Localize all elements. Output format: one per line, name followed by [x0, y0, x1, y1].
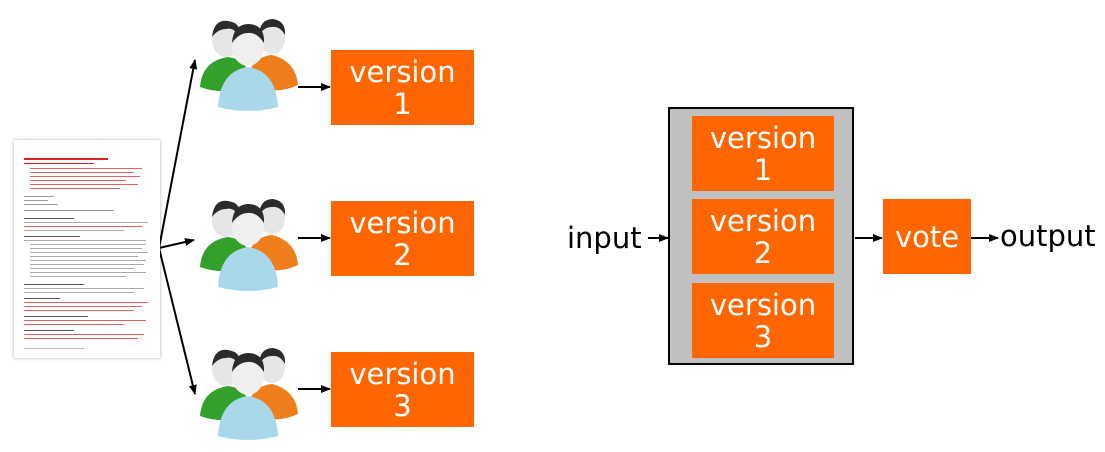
- arrow-doc-to-team-2: [158, 238, 195, 249]
- voter-version-box-3: version 3: [692, 283, 834, 358]
- voter-version-box-2: version 2: [692, 199, 834, 274]
- version-box-2: version 2: [331, 201, 474, 276]
- version-box-3-number: 3: [393, 388, 412, 423]
- voter-version-1-word: version: [709, 120, 817, 155]
- voter-version-2-number: 2: [753, 235, 773, 270]
- voter-version-3-number: 3: [753, 319, 773, 354]
- person-center-icon: [218, 24, 278, 111]
- arrow-doc-to-team-3: [158, 247, 197, 395]
- document-icon: [14, 140, 160, 358]
- output-label: output: [1000, 219, 1096, 253]
- vote-box: vote: [883, 199, 971, 274]
- version-box-2-word: version: [349, 205, 456, 240]
- version-box-1-number: 1: [393, 86, 412, 121]
- version-box-3: version 3: [331, 352, 474, 427]
- person-center-icon: [218, 204, 278, 291]
- person-center-icon: [218, 353, 278, 440]
- voter-version-box-1: version 1: [692, 116, 834, 191]
- version-box-3-word: version: [349, 356, 456, 391]
- person-left-icon: [200, 20, 252, 92]
- team-icon: [200, 348, 298, 440]
- version-box-1: version 1: [331, 50, 474, 125]
- input-label: input: [567, 221, 642, 255]
- vote-label: vote: [894, 219, 960, 254]
- voter-version-1-number: 1: [753, 152, 773, 187]
- voter-version-3-word: version: [709, 287, 817, 322]
- arrow-doc-to-team-1: [158, 59, 198, 249]
- team-icon: [200, 19, 298, 111]
- version-box-2-number: 2: [393, 237, 412, 272]
- version-box-1-word: version: [349, 54, 456, 89]
- team-icon: [200, 199, 298, 291]
- voter-version-2-word: version: [709, 203, 817, 238]
